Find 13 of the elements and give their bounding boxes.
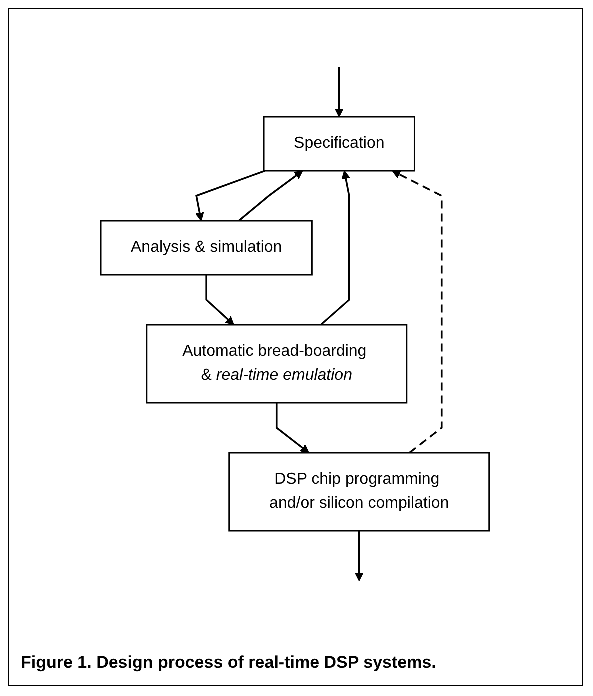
arrow [196, 170, 266, 222]
figure-caption: Figure 1. Design process of real-time DSP systems. [21, 653, 436, 673]
arrow [392, 170, 444, 454]
arrow [276, 403, 310, 454]
node-box: Analysis & simulation [100, 220, 314, 276]
arrow [335, 67, 344, 118]
arrow [320, 170, 351, 326]
arrow [206, 275, 235, 326]
node-box: DSP chip programming and/or silicon compilation [228, 452, 490, 532]
node-box: Automatic bread-boarding & real-time emulation [146, 324, 408, 404]
arrow [355, 531, 364, 582]
arrow [238, 170, 304, 222]
node-box: Specification [264, 116, 416, 172]
